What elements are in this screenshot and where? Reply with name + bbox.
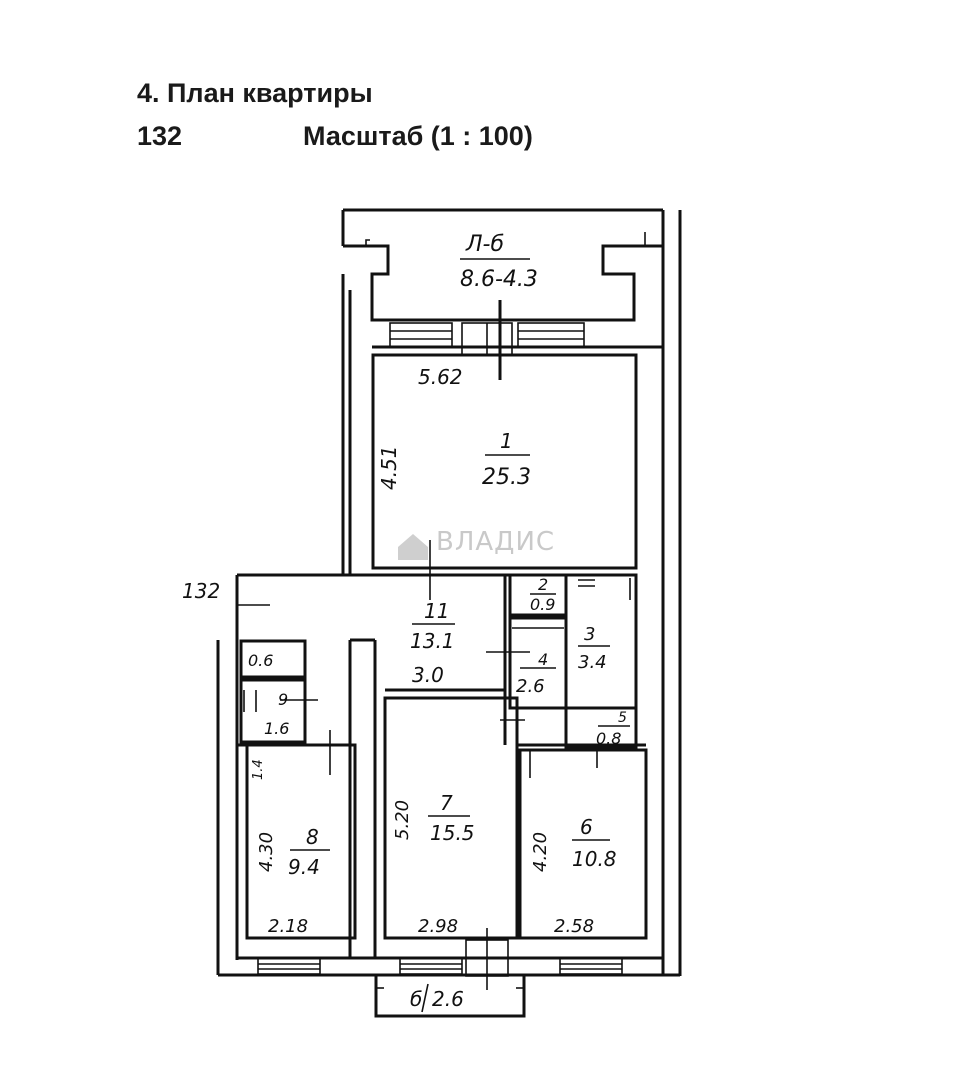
room-7-depth: 5.20 — [392, 800, 413, 840]
plan-scale: Масштаб (1 : 100) — [303, 121, 533, 151]
room-2: 2 0.9 — [508, 573, 568, 617]
balcony-value: 8.6-4.3 — [460, 267, 538, 292]
room-3: 3 3.4 — [564, 573, 638, 710]
room-11: 11 13.1 3.0 132 — [182, 540, 636, 958]
room-4: 4 2.6 — [508, 616, 568, 710]
bottom-windows — [257, 928, 623, 990]
room-5: 5 0.8 — [564, 706, 638, 750]
room-5-area: 0.8 — [596, 729, 621, 748]
room-4-number: 4 — [538, 650, 548, 669]
room-1-depth: 4.51 — [377, 445, 401, 490]
room-2-number: 2 — [538, 575, 548, 594]
room-7-number: 7 — [440, 791, 453, 815]
room-7: 5.20 7 15.5 2.98 — [383, 696, 525, 940]
interior-walls — [385, 575, 646, 747]
room-8-number: 8 — [306, 825, 319, 849]
room-10-area: 0.6 — [248, 651, 273, 670]
room-1-width: 5.62 — [418, 365, 463, 389]
room-9-area: 1.6 — [264, 719, 289, 738]
room-1: 5.62 4.51 1 25.3 — [371, 300, 638, 570]
room-11-width: 3.0 — [412, 663, 444, 687]
watermark: ВЛАДИС — [398, 527, 555, 560]
plan-code: 132 — [137, 121, 183, 151]
watermark-text: ВЛАДИС — [436, 527, 555, 557]
stair-marker: 132 — [182, 579, 220, 603]
room-7-area: 15.5 — [430, 821, 475, 845]
room-8: 4.30 1.4 8 9.4 2.18 — [237, 730, 357, 940]
room-7-width: 2.98 — [418, 916, 458, 937]
room-6: 4.20 6 10.8 2.58 — [518, 748, 648, 940]
balcony-label: Л-б — [465, 232, 504, 257]
bottom-balcony-label: б — [410, 987, 422, 1011]
room-11-number: 11 — [424, 599, 449, 623]
room-6-width: 2.58 — [554, 916, 594, 937]
room-4-area: 2.6 — [516, 676, 545, 697]
room-5-number: 5 — [618, 710, 627, 726]
house-icon — [398, 534, 428, 560]
room-3-area: 3.4 — [578, 652, 607, 673]
outer-walls — [216, 208, 682, 977]
room-6-number: 6 — [580, 815, 593, 839]
room-2-area: 0.9 — [530, 595, 555, 614]
room-9-number: 9 — [278, 690, 288, 709]
room-1-area: 25.3 — [482, 465, 531, 490]
top-windows — [372, 322, 663, 356]
room-8-width: 2.18 — [268, 916, 308, 937]
bottom-balcony-value: 2.6 — [432, 987, 464, 1011]
room-1-number: 1 — [500, 429, 513, 453]
room-6-depth: 4.20 — [530, 832, 551, 872]
bottom-balcony: б 2.6 — [374, 975, 526, 1018]
room-10: 0.6 — [239, 639, 307, 679]
room-8-area: 9.4 — [288, 855, 320, 879]
room-9: 9 1.6 — [239, 678, 318, 744]
room-3-number: 3 — [584, 624, 595, 645]
room-8-depth: 4.30 — [256, 832, 277, 872]
plan-title: 4. План квартиры — [137, 78, 373, 108]
room-11-area: 13.1 — [410, 629, 455, 653]
side-marker: 1.4 — [251, 759, 266, 780]
balcony: Л-б 8.6-4.3 — [460, 232, 538, 292]
room-6-area: 10.8 — [572, 847, 617, 871]
